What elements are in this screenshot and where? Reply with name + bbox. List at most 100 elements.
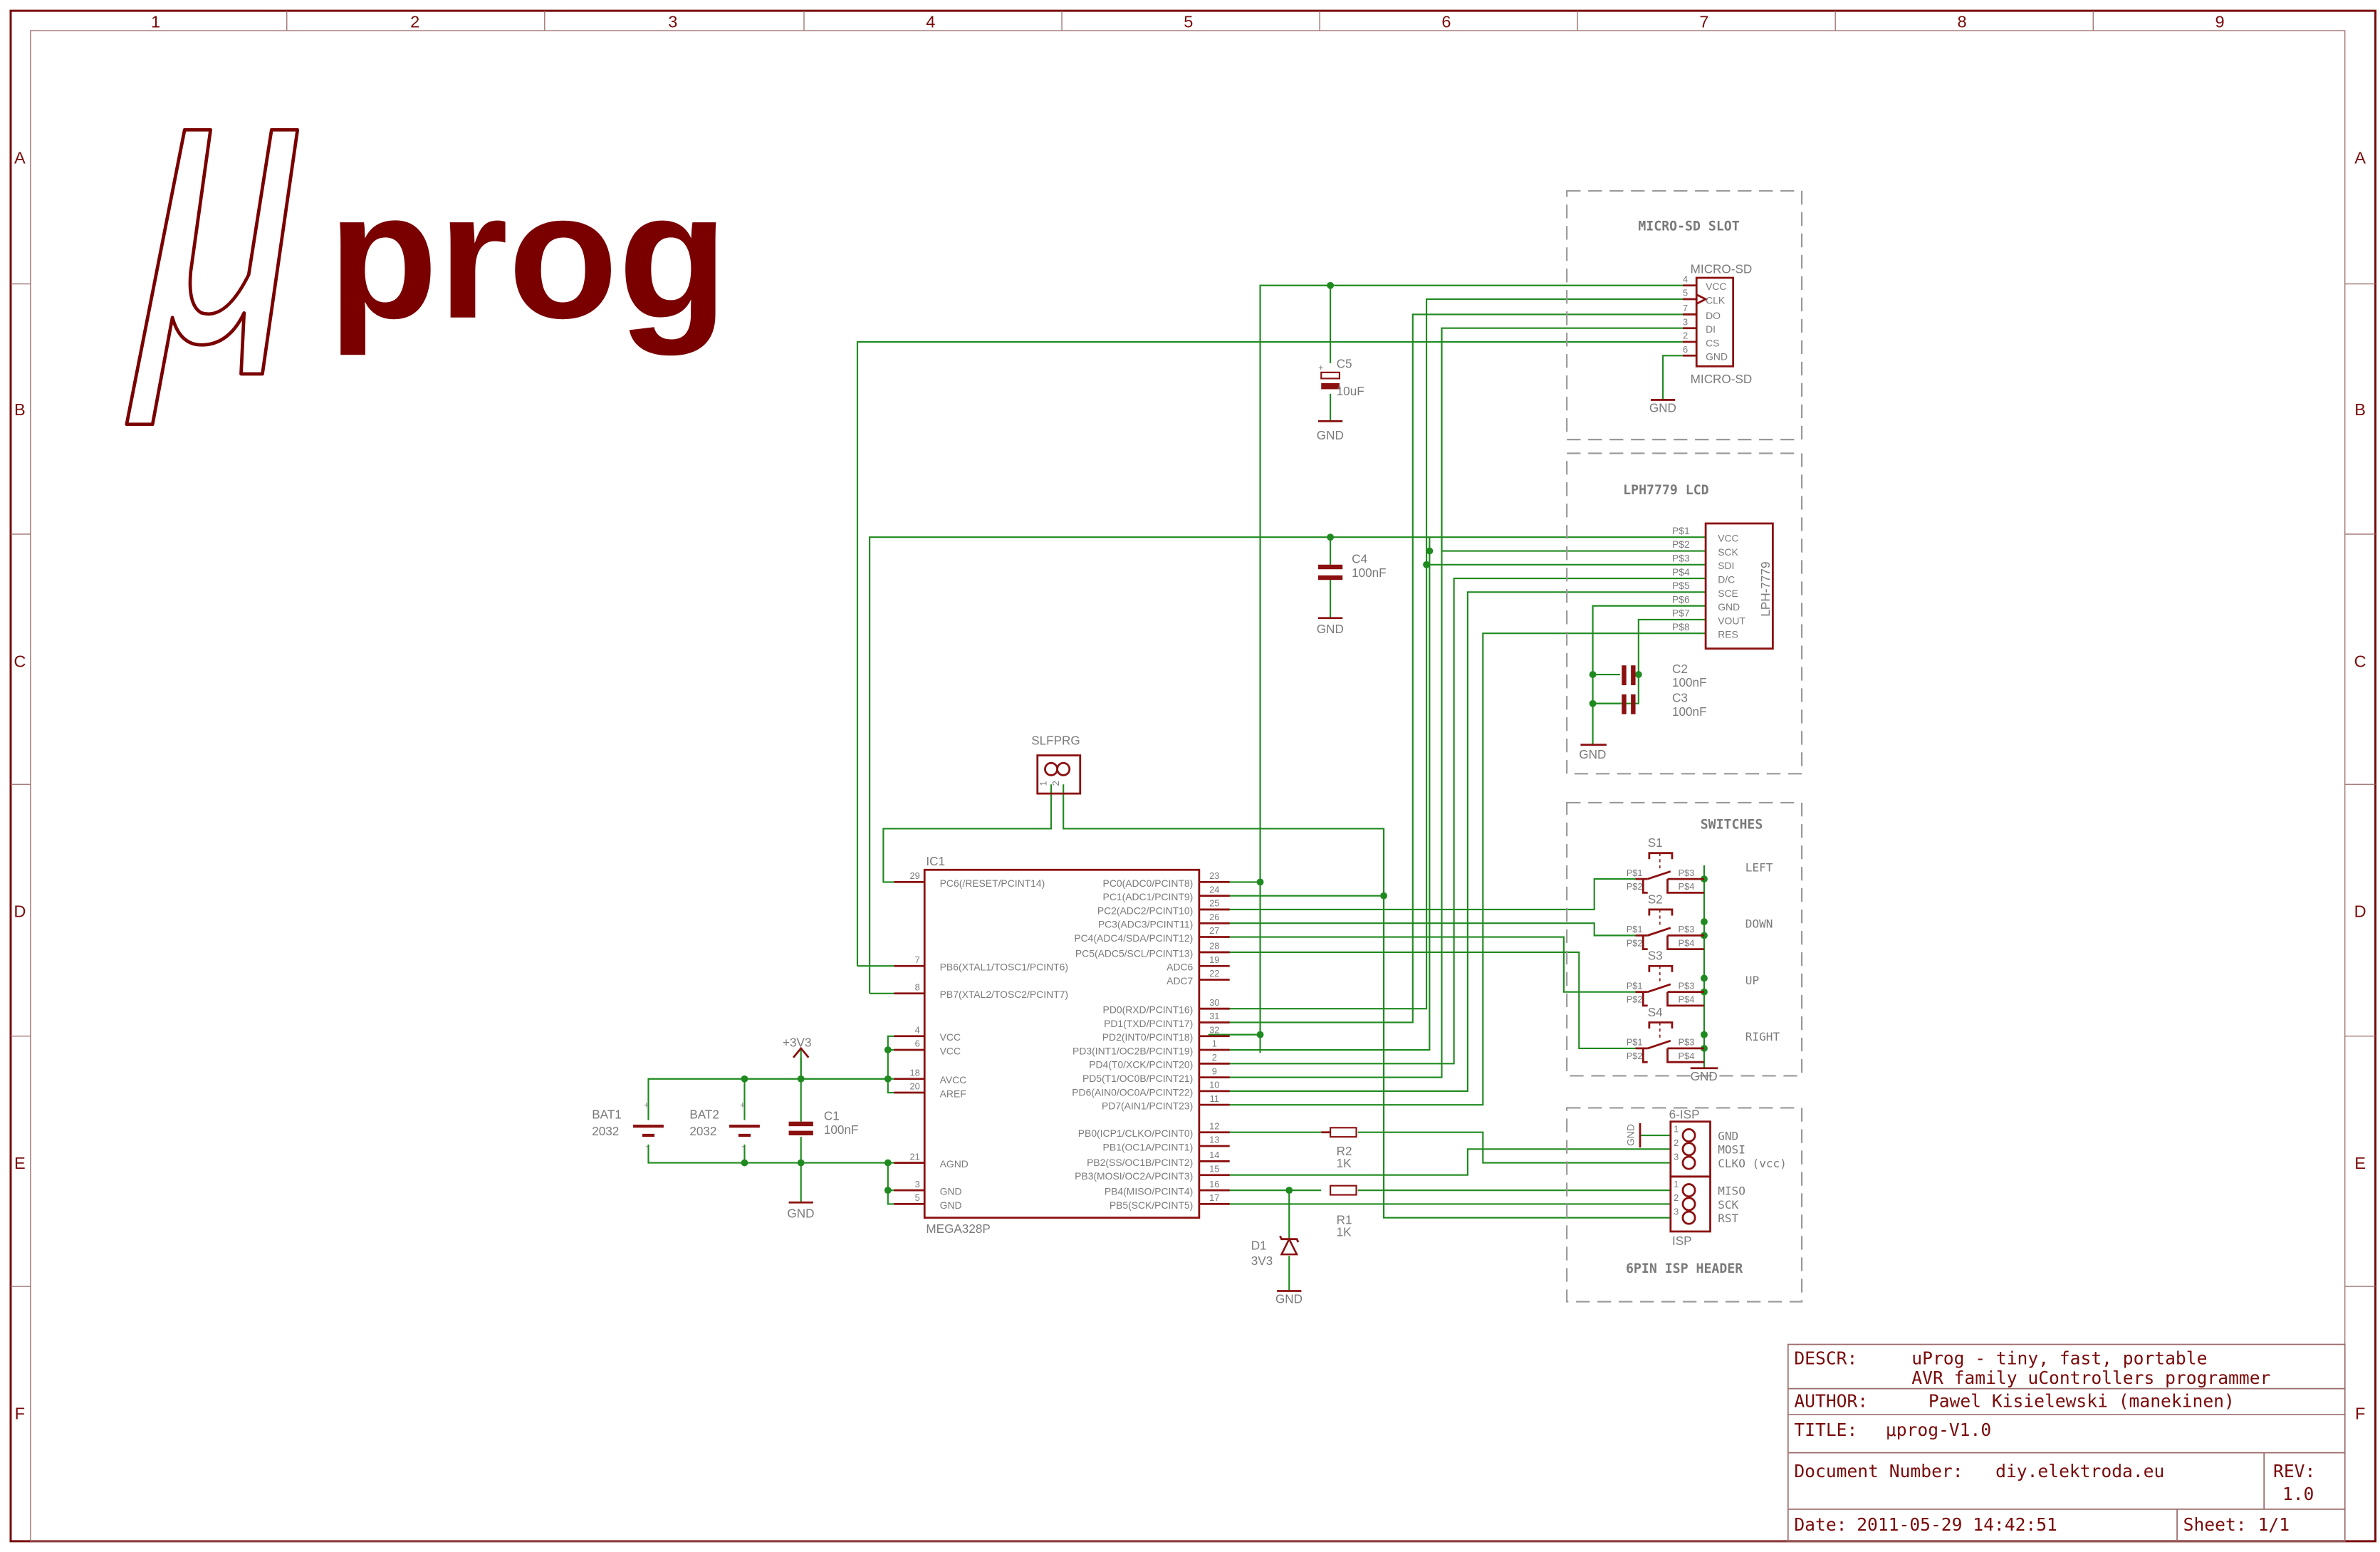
gnd-label: GND xyxy=(1624,1124,1636,1146)
ic-pin-name: VCC xyxy=(940,1031,961,1043)
pin-number: P$5 xyxy=(1672,580,1690,591)
ic-pin-number: 26 xyxy=(1209,912,1219,922)
section-title: SWITCHES xyxy=(1701,817,1763,832)
ic-pin-number: 12 xyxy=(1209,1120,1219,1131)
pin-number: P$2 xyxy=(1627,881,1643,892)
zener-diode-d1: D1 3V3 GND xyxy=(1251,1235,1303,1306)
pin-number: 7 xyxy=(1683,303,1688,313)
ic-pin-number: 11 xyxy=(1210,1093,1219,1104)
r1-value: 1K xyxy=(1337,1224,1352,1239)
supply-label: +3V3 xyxy=(783,1036,811,1050)
ic-pin-name: PB6(XTAL1/TOSC1/PCINT6) xyxy=(940,962,1068,973)
junctions xyxy=(741,281,1708,1194)
description-line-1: uProg - tiny, fast, portable xyxy=(1911,1348,2207,1368)
ic-pin-name: GND xyxy=(940,1186,962,1197)
revision-label: REV: xyxy=(2273,1461,2315,1481)
ic-pin-number: 9 xyxy=(1212,1066,1217,1076)
descr-label: DESCR: xyxy=(1794,1348,1857,1368)
pin-name: SDI xyxy=(1718,560,1734,571)
switches-section: SWITCHES S1LEFTP$1P$2P$3P$4S2DOWNP$1P$2P… xyxy=(1566,801,1803,1083)
switch-name: S1 xyxy=(1648,835,1663,850)
pin-number: 5 xyxy=(1683,288,1688,298)
pin-name: CS xyxy=(1706,337,1719,348)
c1-value: 100nF xyxy=(824,1123,859,1137)
ground-c1: GND xyxy=(787,1201,814,1221)
ic-pin-number: 25 xyxy=(1209,898,1219,909)
pin-number: P$4 xyxy=(1679,994,1695,1005)
row-label: A xyxy=(14,148,26,167)
ic-pin-number: 7 xyxy=(915,954,920,965)
capacitor-c1: C1 100nF xyxy=(788,1109,859,1137)
column-label: 8 xyxy=(1957,13,1966,31)
pin-number: 2 xyxy=(1674,1192,1679,1203)
section-title: 6PIN ISP HEADER xyxy=(1626,1261,1743,1276)
microsd-connector xyxy=(1695,276,1735,368)
pin-number: P$3 xyxy=(1672,553,1690,564)
ic-pin-name: PD5(T1/OC0B/PCINT21) xyxy=(1082,1073,1193,1084)
pin-number: P$1 xyxy=(1627,868,1643,878)
c4-value: 100nF xyxy=(1352,566,1387,580)
pin-name: GND xyxy=(1718,601,1740,613)
ic-pin-name: PB4(MISO/PCINT4) xyxy=(1105,1186,1193,1197)
pin-number: P$7 xyxy=(1672,608,1690,619)
pin-number: P$2 xyxy=(1627,937,1643,948)
pin-number: P$4 xyxy=(1672,566,1690,578)
switch-label: DOWN xyxy=(1745,917,1773,931)
pin-number: 2 xyxy=(1050,781,1061,786)
ic-pin-number: 20 xyxy=(910,1081,920,1092)
pin-number: P$3 xyxy=(1679,868,1695,878)
resistor-r2: R2 1K xyxy=(1321,1127,1357,1170)
polarity-plus: + xyxy=(644,1099,649,1110)
ic-pin-name: PC1(ADC1/PCINT9) xyxy=(1103,891,1194,902)
pin-number: P$6 xyxy=(1672,593,1690,605)
row-label: C xyxy=(2354,652,2366,670)
column-label: 1 xyxy=(151,13,160,31)
title-value: μprog-V1.0 xyxy=(1886,1420,1991,1440)
author-label: AUTHOR: xyxy=(1794,1390,1868,1411)
pin-number: P$1 xyxy=(1672,525,1690,536)
ic-pin-number: 23 xyxy=(1209,870,1219,881)
pin-name: VOUT xyxy=(1718,615,1745,626)
pin-name: D/C xyxy=(1718,573,1735,585)
section-title: MICRO-SD SLOT xyxy=(1638,219,1739,234)
column-label: 5 xyxy=(1184,13,1193,31)
ic-pin-number: 4 xyxy=(915,1024,920,1035)
pin-number: P$1 xyxy=(1627,924,1643,934)
ic-pin-name: PD0(RXD/PCINT16) xyxy=(1103,1004,1194,1016)
revision-value: 1.0 xyxy=(2282,1484,2314,1504)
pin-number: 1 xyxy=(1674,1179,1679,1189)
ic-pin-name: AREF xyxy=(940,1088,966,1099)
c5-value: 10uF xyxy=(1337,384,1364,398)
ic-pin-name: ADC6 xyxy=(1166,962,1193,973)
pin-name: CLKO (vcc) xyxy=(1718,1157,1787,1170)
ic-pin-number: 6 xyxy=(915,1038,920,1049)
capacitor-c4: C4 100nF GND xyxy=(1317,552,1387,637)
lcd-section: LPH7779 LCD LPH-7779 P$1 P$2 P$3 P$4 P$5… xyxy=(1566,452,1803,775)
ic-pin-number: 21 xyxy=(910,1151,920,1162)
pin-number: P$3 xyxy=(1679,1037,1695,1048)
ic-pin-number: 18 xyxy=(910,1067,920,1078)
row-label: E xyxy=(2354,1154,2366,1172)
ic-pin-name: AVCC xyxy=(940,1074,967,1085)
ic-pin-name: VCC xyxy=(940,1045,961,1056)
ic-pin-name: PB3(MOSI/OC2A/PCINT3) xyxy=(1075,1170,1193,1182)
uprog-logo: prog xyxy=(125,127,728,427)
gnd-label: GND xyxy=(1275,1292,1303,1306)
isp-section: 6PIN ISP HEADER 6-ISP ISP 1 2 3 1 2 3 GN… xyxy=(1566,1107,1803,1303)
ic-pin-name: PD6(AIN0/OC0A/PCINT22) xyxy=(1072,1086,1193,1098)
ic1-mega328p: IC1 MEGA328P 29PC6(/RESET/PCINT14)7PB6(X… xyxy=(894,854,1230,1236)
pin-number: 2 xyxy=(1674,1137,1679,1148)
ic-value: MEGA328P xyxy=(926,1222,990,1236)
switch-label: UP xyxy=(1745,974,1759,987)
column-label: 6 xyxy=(1441,13,1451,31)
ic-pin-name: PD4(T0/XCK/PCINT20) xyxy=(1089,1059,1193,1071)
pin-name: DO xyxy=(1706,310,1721,321)
row-label: F xyxy=(2355,1404,2365,1422)
pin-name: DI xyxy=(1706,323,1716,335)
ic-pin-name: PC3(ADC3/PCINT11) xyxy=(1098,919,1193,930)
ic-pin-name: PC4(ADC4/SDA/PCINT12) xyxy=(1074,932,1193,944)
pin-number: 3 xyxy=(1674,1206,1679,1217)
ic-pin-name: PD7(AIN1/PCINT23) xyxy=(1102,1100,1193,1112)
bat1-name: BAT1 xyxy=(592,1107,622,1121)
row-label: E xyxy=(14,1154,26,1172)
